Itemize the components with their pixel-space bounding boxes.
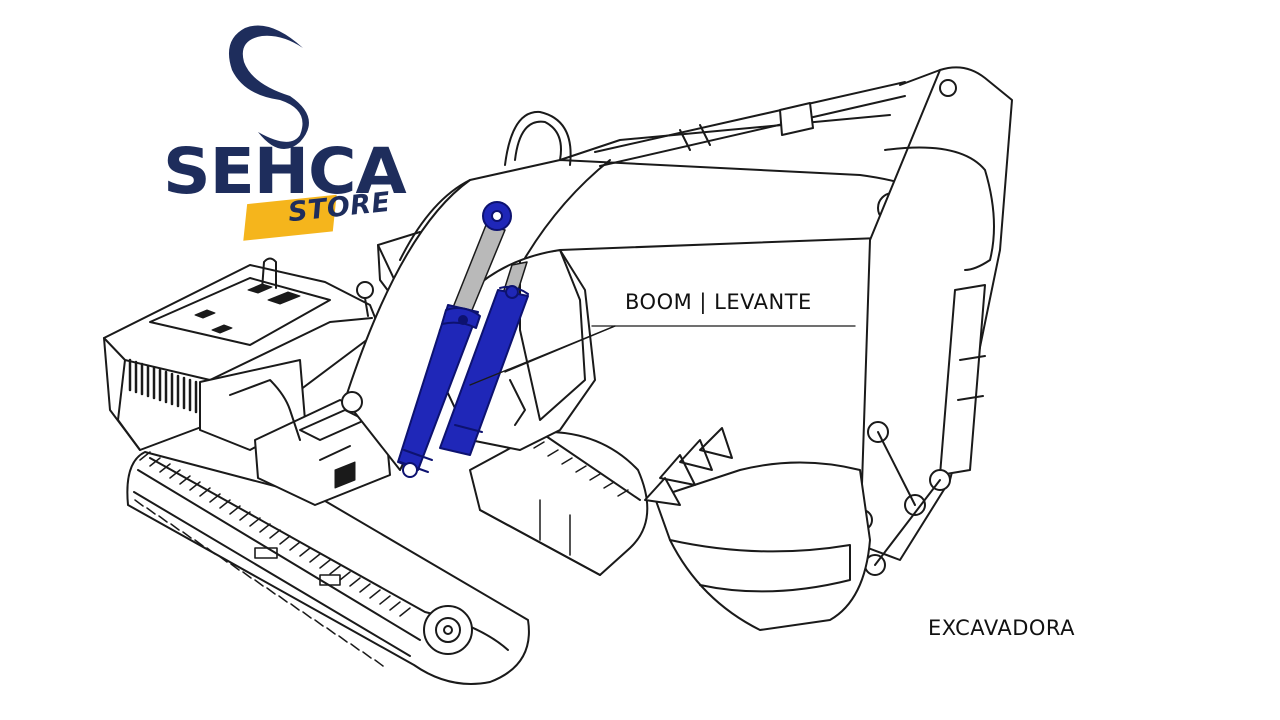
boom-cylinder-rear — [439, 261, 529, 456]
logo-brand-text: SEHCA — [163, 135, 407, 208]
arm — [594, 66, 1013, 576]
upper-structure — [103, 231, 596, 506]
right-track — [469, 430, 649, 576]
bucket — [644, 427, 871, 631]
sehca-logo-mark — [228, 25, 309, 150]
store-badge — [243, 194, 337, 241]
callout-leader — [469, 325, 856, 386]
left-track — [126, 451, 530, 685]
boom-callout-label: BOOM | LEVANTE — [625, 290, 812, 314]
boom-cylinder — [397, 201, 512, 478]
machine-label: EXCAVADORA — [928, 616, 1076, 640]
